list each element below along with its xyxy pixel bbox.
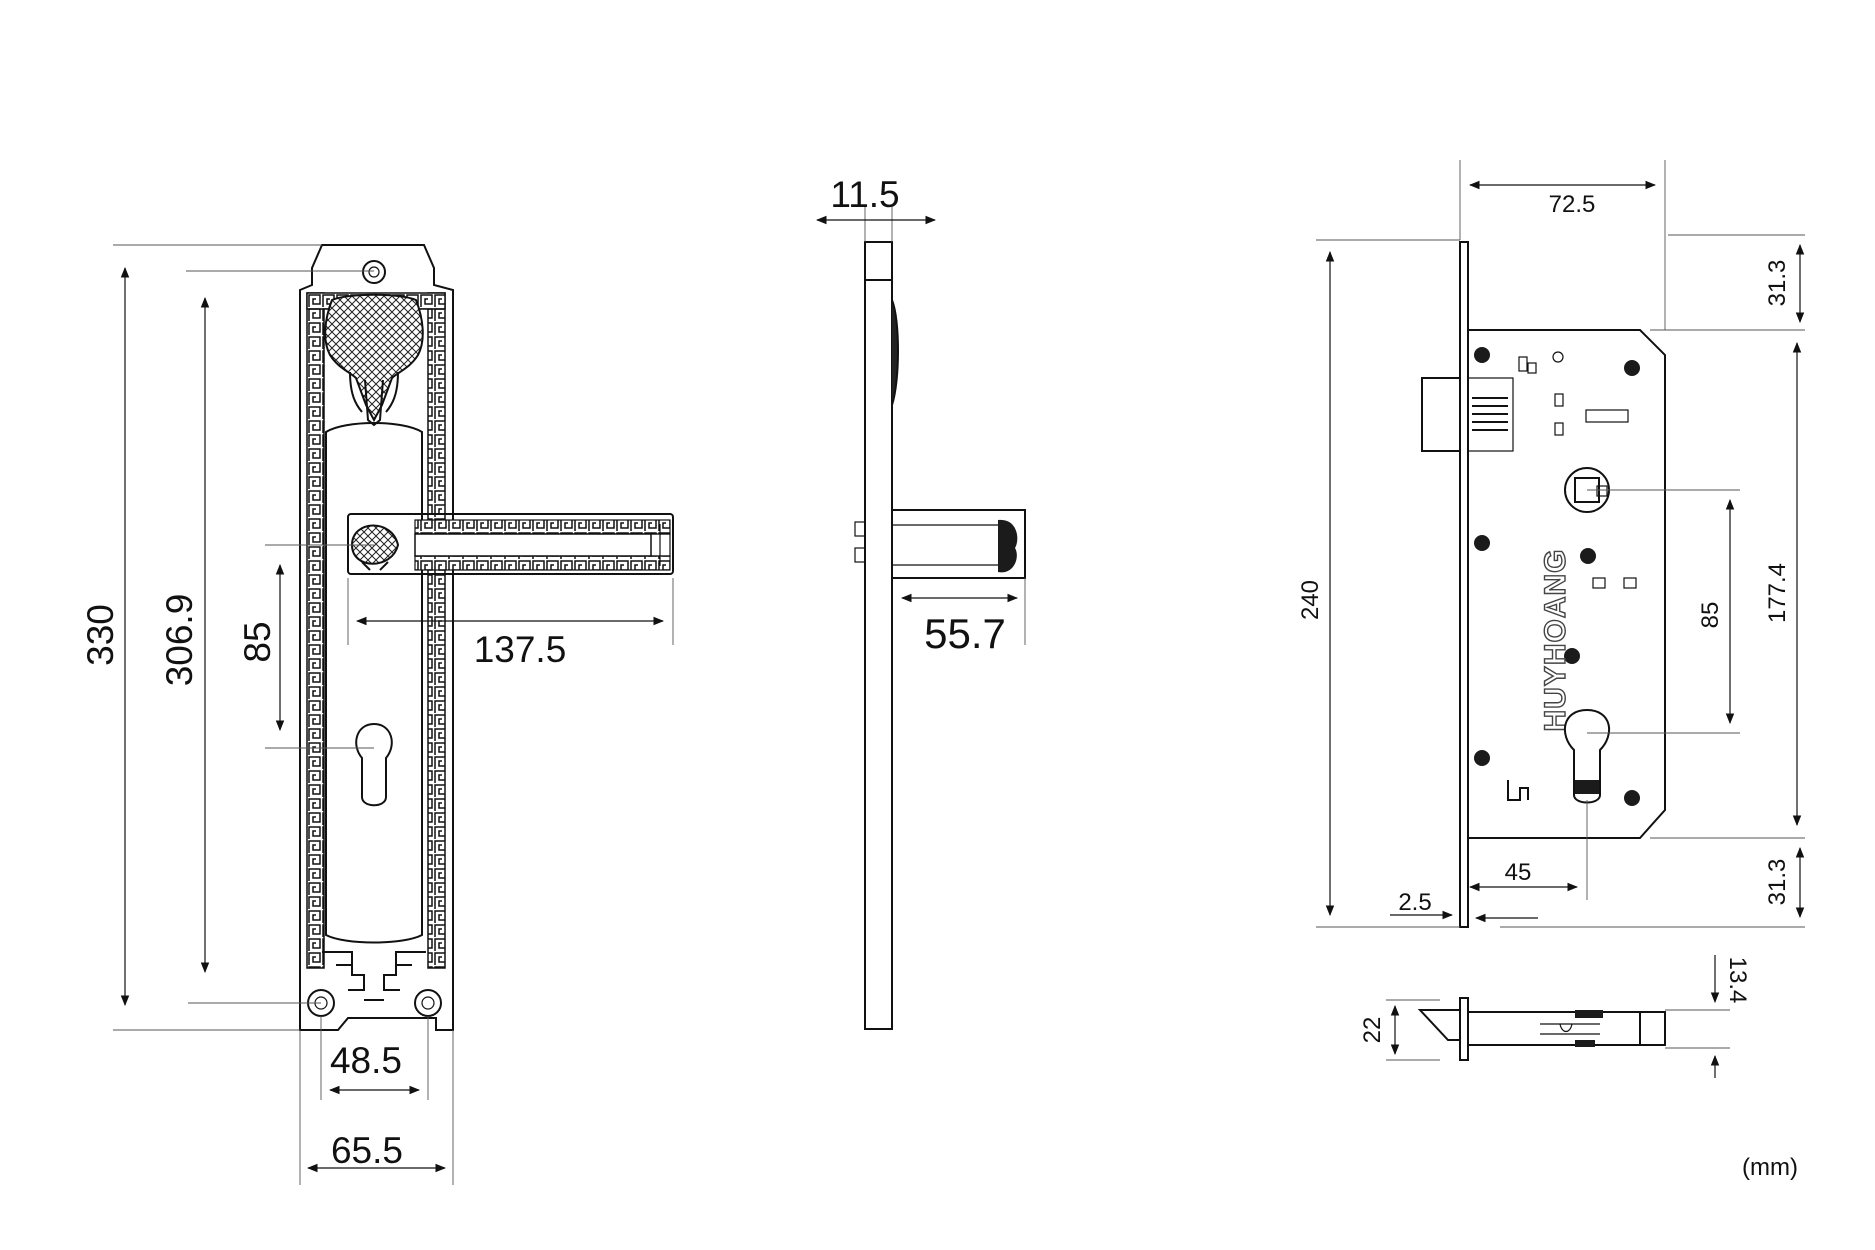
dim-screw-height: 306.9 [159, 270, 374, 1004]
dim-plate-width: 65.5 [299, 1030, 454, 1185]
dim-case-height: 177.4 [1764, 341, 1802, 827]
brand-text: HUYHOANG [1539, 548, 1572, 731]
dim-cylinder-backset: 45 [1468, 859, 1579, 892]
left-pattern-border [306, 292, 325, 969]
dim-72-5-label: 72.5 [1549, 191, 1596, 218]
dim-48-5-label: 48.5 [330, 1040, 402, 1081]
latch-faceplate [1459, 997, 1469, 1061]
case-screws [1474, 347, 1640, 806]
dim-lever-projection: 55.7 [900, 578, 1026, 657]
dim-latch-height: 22 [1359, 1004, 1400, 1056]
side-plate [864, 241, 893, 1030]
dim-bottom-offset: 31.3 [1764, 846, 1805, 919]
units-label: (mm) [1742, 1154, 1798, 1181]
side-lever [892, 509, 1026, 579]
latch-bolt [1421, 377, 1461, 452]
inner-panel [325, 422, 423, 944]
dim-45-label: 45 [1505, 859, 1532, 886]
key-hole [355, 722, 393, 807]
dim-11-5-label: 11.5 [830, 174, 899, 215]
faceplate [1459, 241, 1469, 928]
dim-240-label: 240 [1297, 580, 1324, 620]
handle-side-view: 11.5 55.7 [815, 174, 1026, 1030]
dim-330-label: 330 [80, 604, 121, 666]
dim-177-4-label: 177.4 [1764, 563, 1791, 623]
lock-case [1467, 329, 1666, 839]
dim-85-label: 85 [237, 621, 278, 662]
dim-backset: 72.5 [1468, 180, 1657, 218]
lower-ornament [322, 951, 426, 1001]
right-pattern-border [427, 292, 446, 969]
dim-31-3-bottom-label: 31.3 [1764, 859, 1791, 906]
dim-lever-to-key: 85 [237, 544, 374, 749]
dim-306-9-label: 306.9 [159, 594, 200, 687]
dim-center-distance: 85 [1697, 498, 1735, 725]
dim-55-7-label: 55.7 [924, 610, 1006, 657]
elephant-head-icon [324, 293, 424, 427]
dim-2-5-label: 2.5 [1398, 889, 1431, 916]
dim-faceplate-thickness: 2.5 [1390, 889, 1538, 923]
latch-detail-view: 22 13.4 [1359, 955, 1751, 1078]
dim-total-height: 330 [80, 244, 322, 1031]
dim-22-label: 22 [1359, 1017, 1386, 1044]
dim-plate-thickness: 11.5 [815, 174, 937, 242]
lever-handle [347, 513, 674, 575]
handle-front-view: 330 306.9 85 137.5 48.5 [80, 244, 674, 1185]
dim-lever-length: 137.5 [347, 578, 674, 670]
dim-137-5-label: 137.5 [474, 629, 567, 670]
dim-31-3-top-label: 31.3 [1764, 260, 1791, 307]
bottom-right-screw [414, 989, 442, 1017]
mortise-lock-view: HUYHOANG 72.5 31.3 240 [1297, 160, 1805, 928]
dim-65-5-label: 65.5 [331, 1130, 403, 1171]
dim-13-4-label: 13.4 [1724, 957, 1751, 1004]
dim-body-height: 240 [1297, 250, 1335, 917]
dim-top-offset: 31.3 [1764, 243, 1805, 324]
handle-plate-outline [299, 244, 454, 1031]
dim-screw-spacing: 48.5 [320, 1016, 429, 1100]
dim-85-mortise-label: 85 [1697, 602, 1724, 629]
dim-latch-thickness: 13.4 [1710, 955, 1751, 1078]
top-screw [362, 260, 386, 284]
